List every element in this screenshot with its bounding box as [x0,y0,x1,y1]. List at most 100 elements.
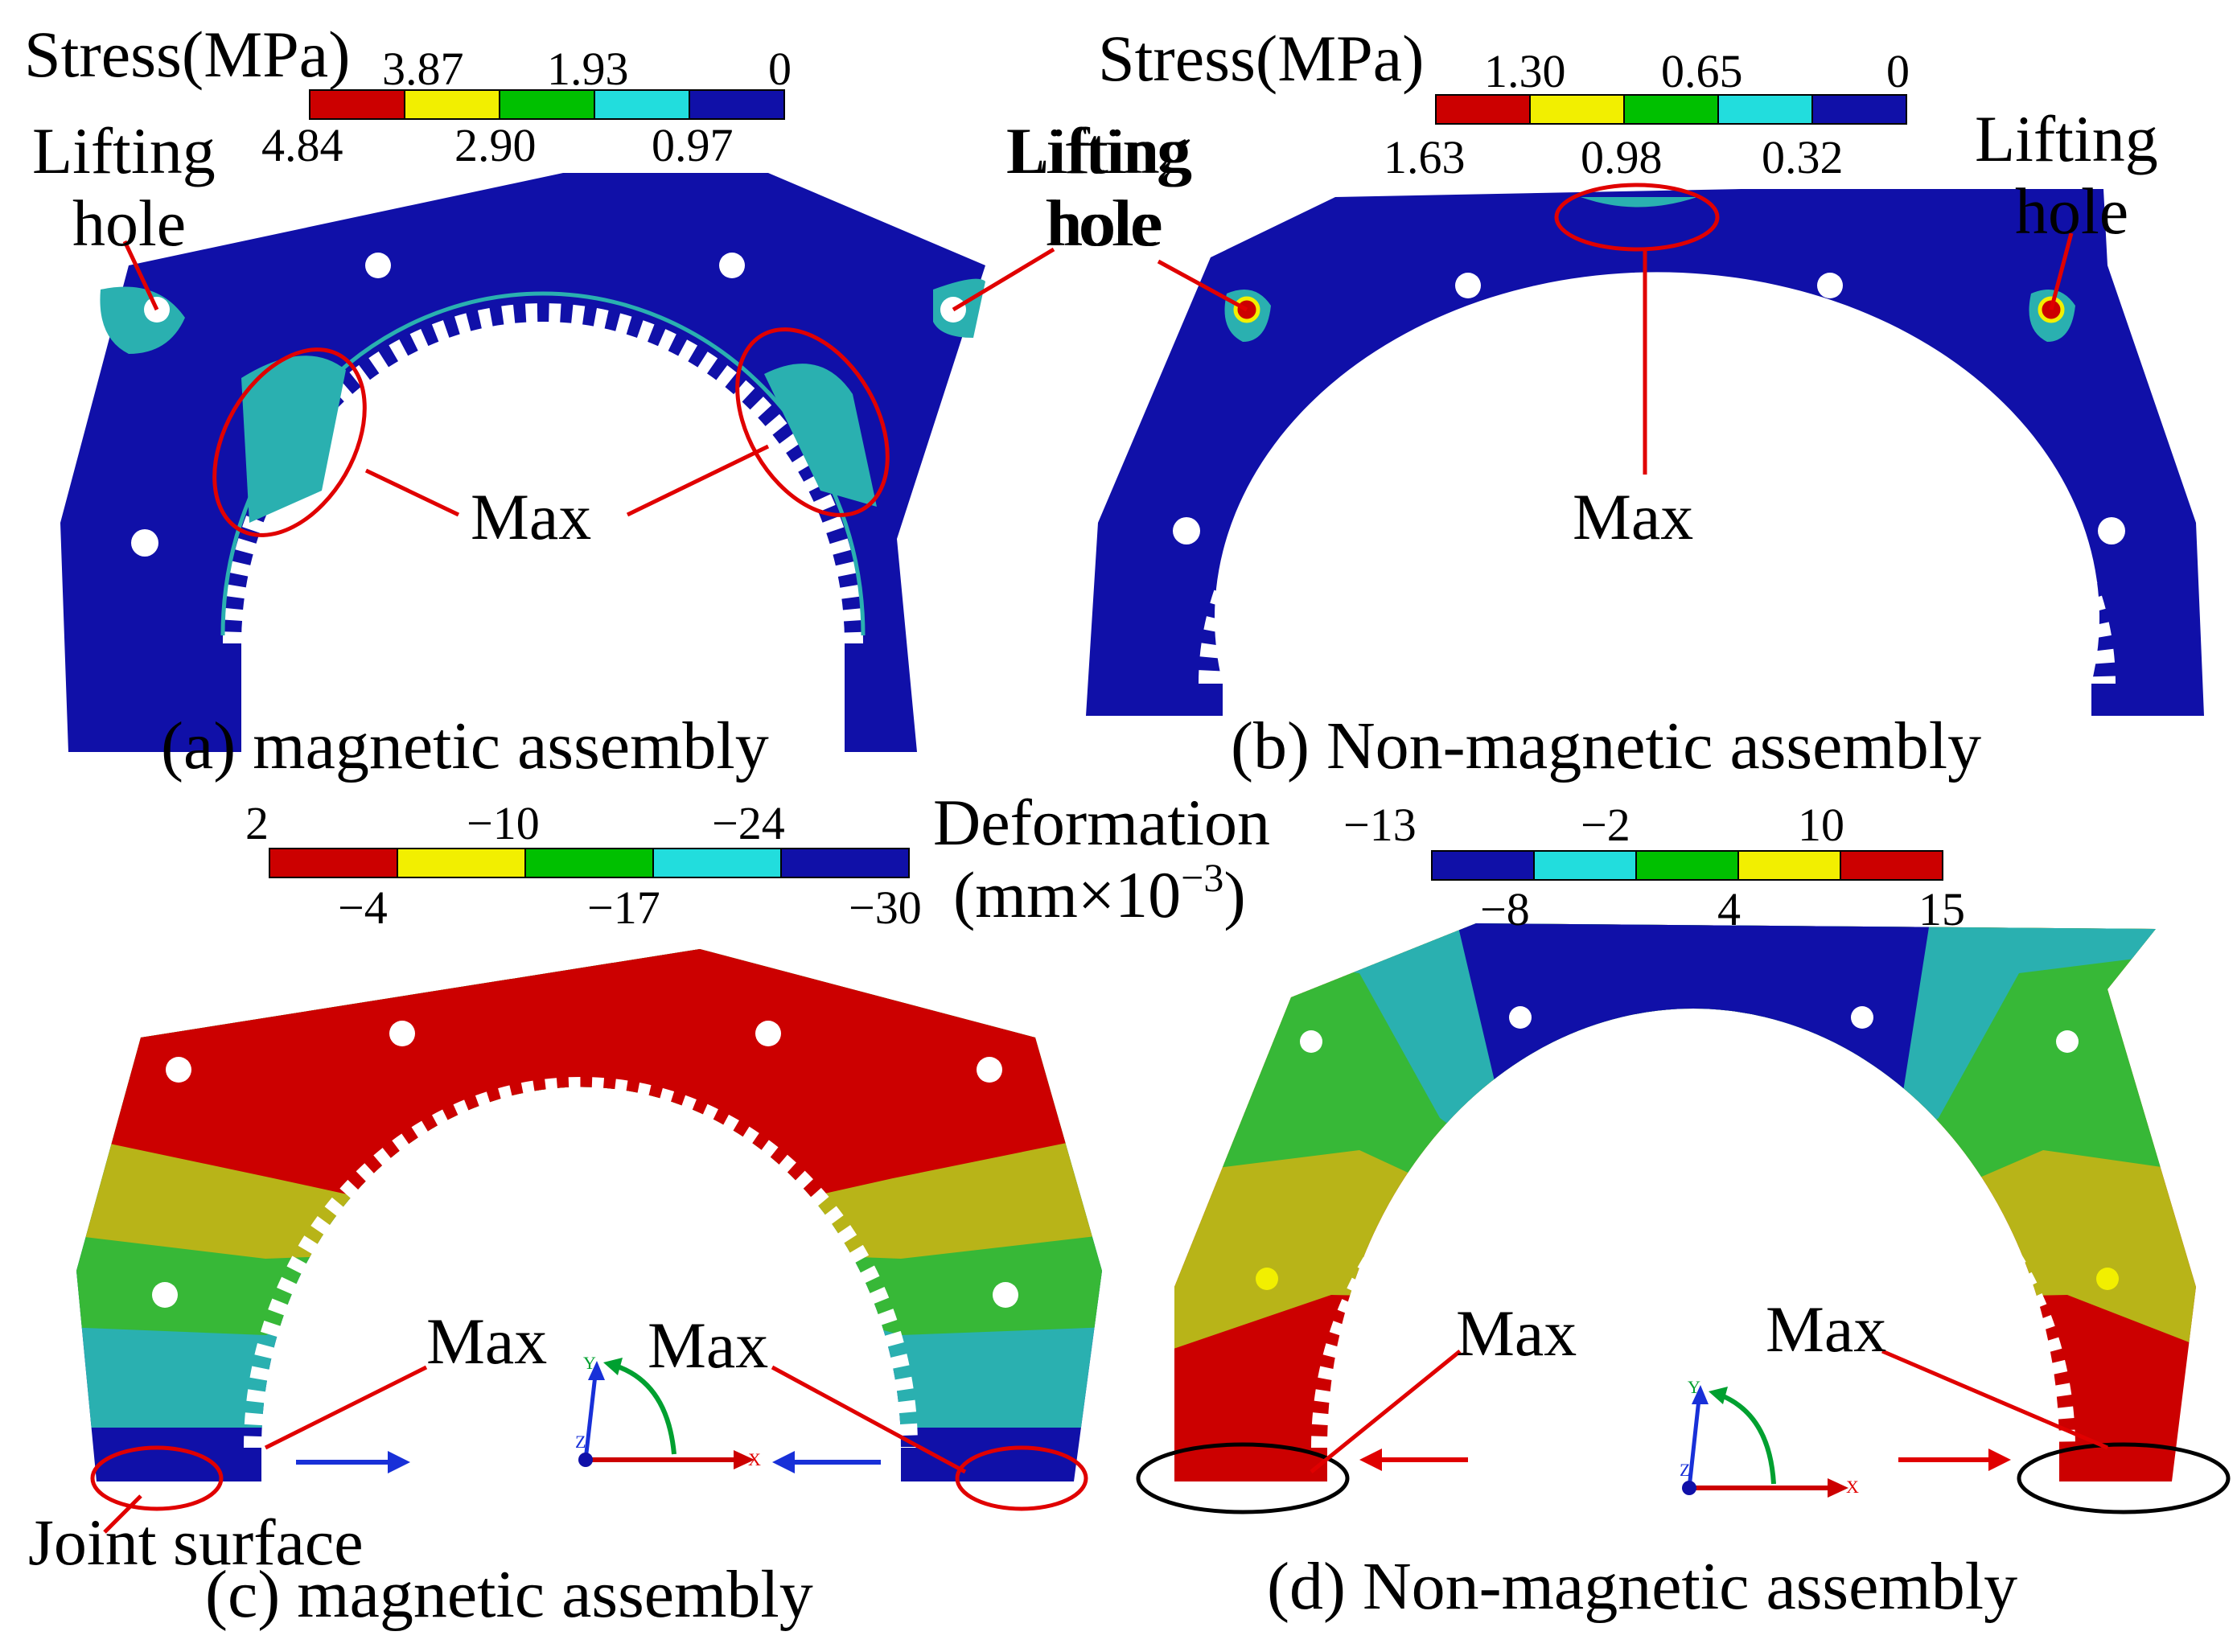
joint-ellipse-right-c [955,1445,1088,1511]
legend-tick-d: 4 [1717,883,1741,935]
axis-z-label-c: Z [575,1432,586,1452]
legend-tick-b: 1.30 [1484,45,1566,97]
caption-b: (b) Non-magnetic assembly [1231,709,1981,783]
legend-tick-c: −17 [587,881,660,934]
bolt-hole-d [1509,1006,1532,1029]
slot-ring-b [1199,322,2116,684]
legend-swatch-blue [1431,850,1535,881]
axis-z-label-d: Z [1680,1460,1690,1480]
legend-swatch-blue [780,848,910,878]
bolt-hole-d [1300,1030,1322,1053]
legend-tick-a: 4.84 [261,119,343,171]
lift-leader-right-a [952,247,1055,312]
legend-tick-a: 3.87 [382,43,464,95]
slot-ring-c [244,1077,918,1449]
bolt-hole-b [1817,273,1843,298]
bolt-hole-d [1851,1006,1873,1029]
bolt-hole-b [1455,273,1481,298]
max-ellipse-b [1554,183,1720,252]
legend-tick-a: 2.90 [454,119,537,171]
legend-tick-b: 0.65 [1661,45,1743,97]
stress-zone-right-a [764,364,877,507]
joint-ellipse-left-d [1136,1442,1350,1514]
bolt-hole-a [948,529,975,557]
bolt-hole-c [993,1282,1018,1308]
max-leader-right-c [771,1365,967,1474]
legend-tick-c: −10 [467,797,540,849]
legend-swatch-blue [689,89,785,120]
axis-x-label-c: X [748,1449,761,1469]
legend-swatch-yellow [1529,94,1625,125]
legend-swatch-yellow [404,89,500,120]
legend-swatch-green [1635,850,1739,881]
legend-c: 2 −10 −24 −4 −17 −30 [245,797,922,934]
stress-title-a: Stress(MPa) [24,18,350,91]
bolt-hole-a [131,529,158,557]
legend-swatch-blue [1811,94,1907,125]
legend-tick-c: −24 [712,797,785,849]
legend-tick-a: 1.93 [547,43,629,95]
max-label-b: Max [1573,480,1693,553]
max-leader-left-c [264,1365,428,1450]
max-leader-left-d [1310,1350,1462,1473]
segment-body-c [76,949,1102,1481]
max-leader-right-d [1881,1349,2108,1450]
bolt-hole-c [755,1021,781,1046]
bolt-hole-c [977,1057,1002,1083]
max-ellipse-right-a [735,327,890,517]
legend-swatch-red [269,848,398,878]
segment-body-b [1086,189,2204,716]
legend-swatch-red [1840,850,1943,881]
legend-tick-a: 0 [768,43,792,95]
joint-surface-label-c: Joint surface [28,1506,364,1579]
caption-d: (d) Non-magnetic assembly [1267,1549,2017,1624]
force-arrow-right-c [772,1451,881,1473]
legend-tick-b: 0.98 [1581,131,1663,183]
legend-swatch-cyan [594,89,690,120]
lifting-hole-label-left-b: Lifting hole [1005,114,1205,260]
bolt-hole-b [2098,517,2125,545]
max-label-left-d: Max [1456,1297,1577,1370]
legend-swatch-green [1623,94,1719,125]
bolt-hole-c [389,1021,415,1046]
max-leader-right-a [626,444,770,517]
coordinate-triad-d: X Y Z [1680,1377,1859,1498]
joint-ellipse-right-d [2017,1442,2231,1514]
legend-swatch-green [499,89,595,120]
slot-ring-d [1311,1070,2075,1449]
deformation-exponent: −3 [1181,855,1223,900]
stress-zone-left-a [241,355,346,523]
lift-leader-left-a [122,240,159,311]
max-label-right-d: Max [1766,1292,1886,1366]
segment-body-a [60,173,985,752]
bolt-hole-b [1173,517,1200,545]
legend-swatch-yellow [1737,850,1841,881]
legend-swatch-cyan [652,848,782,878]
deformation-title: Deformation [933,786,1270,859]
legend-tick-a: 0.97 [652,119,734,171]
legend-tick-d: −13 [1343,799,1417,851]
legend-swatch-red [1435,94,1531,125]
legend-tick-d: −2 [1581,799,1630,851]
panel-a: Max Lifting hole Lifting hole Stress(MPa… [24,18,1209,783]
legend-tick-b: 0.32 [1762,131,1844,183]
force-arrow-right-d [1898,1449,2011,1471]
bolt-hole-d [1256,1268,1278,1290]
axis-y-label-c: Y [583,1353,596,1373]
bolt-hole-d [2096,1268,2119,1290]
legend-tick-c: −30 [849,881,922,934]
force-arrow-left-c [296,1451,410,1473]
legend-swatch-green [524,848,654,878]
legend-tick-c: −4 [338,881,388,934]
panel-d: Max Max X Y Z −13 −2 10 −8 4 [1136,799,2231,1624]
bolt-hole-a [365,253,391,278]
lifting-hole-label-right-a: Lifting hole [1010,114,1209,260]
panel-b: Max Lifting hole Lifting hole Stress(MPa… [1005,22,2204,783]
joint-ellipse-left-c [90,1445,224,1511]
stress-title-b: Stress(MPa) [1098,22,1424,95]
max-label-right-c: Max [648,1309,768,1382]
deformation-unit: (mm×10−3) [953,855,1246,931]
legend-b: 1.30 0.65 0 1.63 0.98 0.32 [1384,45,1910,183]
max-leader-left-a [364,468,460,517]
legend-tick-d: 10 [1798,799,1844,851]
